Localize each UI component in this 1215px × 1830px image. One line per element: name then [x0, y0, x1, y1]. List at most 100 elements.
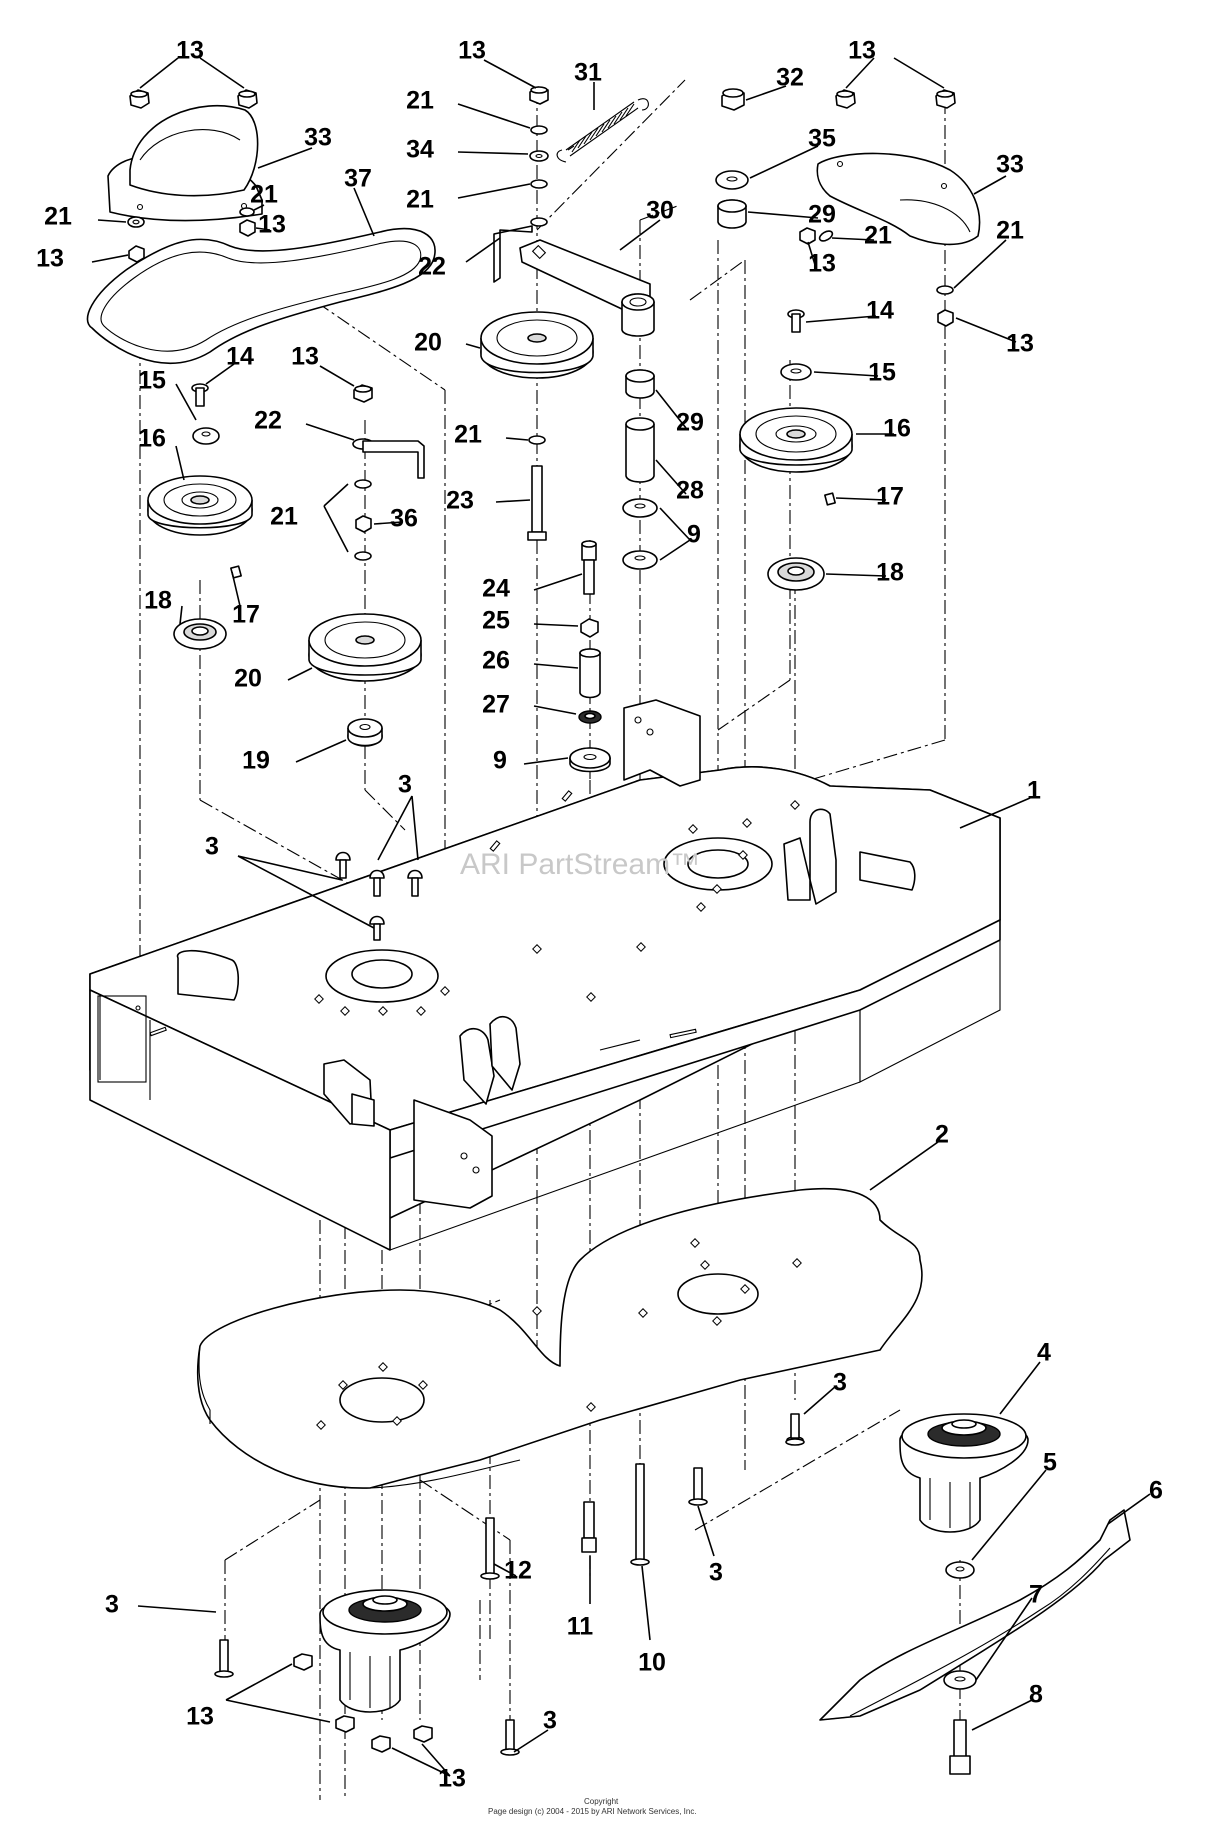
callout-21: 21 [406, 87, 434, 115]
callout-8: 8 [1029, 1681, 1043, 1709]
nut-13-center [529, 86, 549, 105]
bolt-8 [949, 1719, 971, 1775]
key-17-right [824, 492, 836, 506]
callout-32: 32 [776, 64, 804, 92]
washer-21-center-c [528, 435, 546, 445]
callout-16: 16 [883, 415, 911, 443]
callout-13: 13 [1006, 330, 1034, 358]
washer-35 [715, 170, 749, 190]
nut-13-spindle-a [293, 1653, 313, 1671]
pulley-16-right [739, 407, 853, 473]
bolt-24 [581, 540, 597, 595]
washer-5 [945, 1561, 975, 1579]
nut-13-spindle-d [413, 1725, 433, 1743]
copyright-text: Page design (c) 2004 - 2015 by ARI Netwo… [488, 1807, 697, 1816]
callout-19: 19 [242, 747, 270, 775]
callout-21: 21 [406, 186, 434, 214]
callout-13: 13 [186, 1703, 214, 1731]
washer-22-center [530, 217, 548, 227]
callout-13: 13 [438, 1765, 466, 1793]
callout-3: 3 [709, 1559, 723, 1587]
washer-7 [943, 1670, 977, 1690]
bushing-29-top [625, 369, 655, 399]
callout-3: 3 [833, 1369, 847, 1397]
callout-17: 17 [232, 601, 260, 629]
spindle-left [319, 1589, 451, 1713]
spacer-19 [347, 718, 383, 747]
callout-34: 34 [406, 136, 434, 164]
nut-13-spindle-c [371, 1735, 391, 1753]
nut-13-top-right-a [835, 89, 856, 109]
callout-7: 7 [1029, 1581, 1043, 1609]
callout-31: 31 [574, 59, 602, 87]
callout-18: 18 [144, 587, 172, 615]
bolt-3-lower [500, 1719, 520, 1756]
bracket-22-left [352, 438, 425, 479]
spring-31 [556, 98, 649, 163]
bearing-18-right [767, 557, 825, 591]
watermark: ARI PartStream™ [460, 848, 700, 881]
washer-9-a [622, 498, 658, 518]
mower-deck-1 [89, 699, 1001, 1251]
callout-11: 11 [567, 1613, 594, 1641]
callout-21: 21 [864, 222, 892, 250]
washer-9-b [622, 550, 658, 570]
bolt-11 [581, 1501, 597, 1553]
washer-21-center-a [530, 125, 548, 135]
spacer-26 [579, 648, 601, 699]
nut-13-spindle-b [335, 1715, 355, 1733]
callout-28: 28 [676, 477, 704, 505]
bolt-10 [630, 1463, 650, 1566]
callout-16: 16 [138, 425, 166, 453]
callout-29: 29 [676, 409, 704, 437]
callout-21: 21 [996, 217, 1024, 245]
callout-33: 33 [304, 124, 332, 152]
nut-13-top-left-a [129, 89, 150, 109]
bolt-3-left [214, 1639, 234, 1678]
washer-21-center-b [530, 179, 548, 189]
callout-21: 21 [270, 503, 298, 531]
callout-3: 3 [105, 1591, 119, 1619]
callout-13: 13 [808, 250, 836, 278]
pulley-16-left [147, 475, 253, 536]
callout-25: 25 [482, 607, 510, 635]
nut-13-top-left-b [237, 89, 258, 109]
callout-20: 20 [414, 329, 442, 357]
washer-15-left [192, 427, 220, 445]
spindle-4 [899, 1413, 1029, 1533]
leader-lines [91, 57, 1151, 1777]
callout-14: 14 [226, 343, 254, 371]
callout-37: 37 [344, 165, 372, 193]
washer-21-right-cover [818, 230, 834, 242]
callout-15: 15 [138, 367, 166, 395]
callout-35: 35 [808, 125, 836, 153]
callout-27: 27 [482, 691, 510, 719]
bearing-18-left [173, 618, 227, 650]
locknut-27 [578, 710, 602, 724]
callout-21: 21 [44, 203, 72, 231]
callout-2: 2 [935, 1121, 949, 1149]
nut-13-top-right-b [935, 89, 956, 109]
callout-30: 30 [646, 197, 674, 225]
callout-21: 21 [250, 181, 278, 209]
callout-3: 3 [543, 1707, 557, 1735]
rivets-3 [335, 851, 423, 941]
pulley-cover-left [107, 105, 263, 222]
nut-13-right-cover [799, 227, 816, 245]
nut-32 [721, 88, 745, 111]
idler-pulley-20-center [480, 311, 594, 379]
nut-36 [355, 515, 372, 533]
nut-13-idler [353, 384, 373, 403]
callout-9: 9 [493, 747, 507, 775]
idler-pulley-20-left [308, 613, 422, 682]
callout-13: 13 [848, 37, 876, 65]
washer-21-idler-a [354, 479, 372, 489]
callout-3: 3 [398, 771, 412, 799]
callout-14: 14 [866, 297, 894, 325]
callout-1: 1 [1027, 777, 1041, 805]
idler-arm-30 [519, 239, 655, 337]
callout-13: 13 [458, 37, 486, 65]
bolt-3-right [785, 1413, 805, 1446]
